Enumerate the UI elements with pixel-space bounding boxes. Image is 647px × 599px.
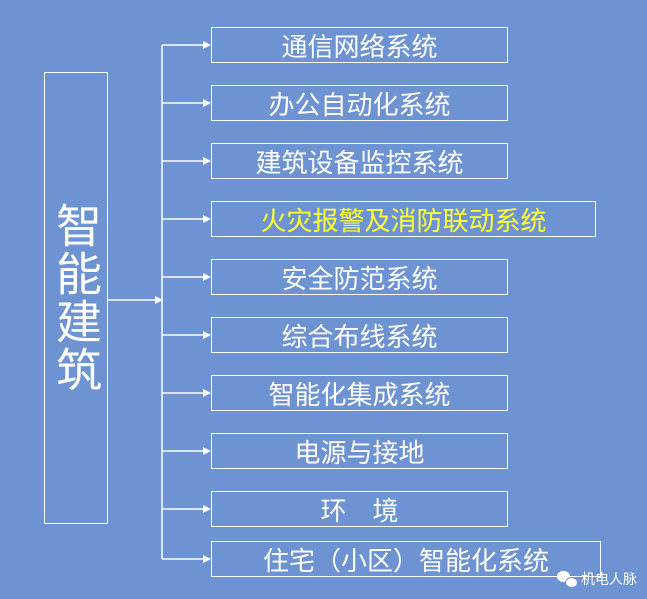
system-item-7: 智能化集成系统	[211, 375, 508, 411]
system-item-1: 通信网络系统	[211, 27, 508, 63]
root-node-label: 智能建筑	[49, 202, 103, 394]
system-item-4: 火灾报警及消防联动系统	[211, 201, 596, 237]
system-item-2: 办公自动化系统	[211, 85, 508, 121]
system-item-label: 办公自动化系统	[268, 90, 451, 121]
system-item-label: 安全防范系统	[281, 264, 438, 295]
watermark-text: 机电人脉	[581, 572, 637, 588]
system-item-10: 住宅（小区）智能化系统	[211, 541, 601, 577]
system-item-8: 电源与接地	[211, 433, 508, 469]
system-item-label: 智能化集成系统	[268, 380, 451, 411]
system-item-label: 环 境	[320, 496, 399, 527]
system-item-label: 火灾报警及消防联动系统	[260, 206, 547, 237]
system-item-3: 建筑设备监控系统	[211, 143, 508, 179]
wechat-icon	[557, 571, 578, 588]
system-item-5: 安全防范系统	[211, 259, 508, 295]
system-item-label: 建筑设备监控系统	[255, 148, 464, 179]
system-item-label: 住宅（小区）智能化系统	[262, 546, 549, 577]
system-item-label: 通信网络系统	[281, 32, 438, 63]
system-item-label: 电源与接地	[294, 438, 425, 469]
root-node: 智能建筑	[44, 72, 108, 524]
watermark: 机电人脉	[557, 569, 637, 589]
system-item-label: 综合布线系统	[281, 322, 438, 353]
system-item-9: 环 境	[211, 491, 508, 527]
system-item-6: 综合布线系统	[211, 317, 508, 353]
